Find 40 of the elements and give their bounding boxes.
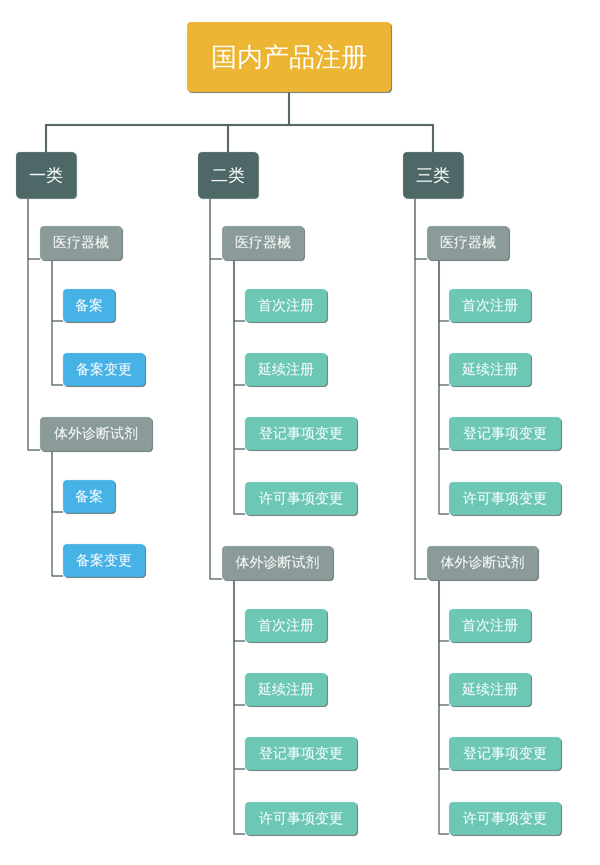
connector-line bbox=[233, 580, 245, 835]
item-box: 登记事项变更 bbox=[245, 417, 357, 450]
connector-line bbox=[233, 260, 245, 515]
item-box: 登记事项变更 bbox=[449, 417, 561, 450]
group-box: 体外诊断试剂 bbox=[40, 417, 152, 451]
item-box: 首次注册 bbox=[449, 289, 531, 322]
item-box: 首次注册 bbox=[245, 609, 327, 642]
group-box: 体外诊断试剂 bbox=[222, 546, 333, 580]
item-box: 首次注册 bbox=[245, 289, 327, 322]
group-box: 医疗器械 bbox=[40, 226, 122, 260]
root-box: 国内产品注册 bbox=[187, 22, 391, 92]
connector-line bbox=[288, 92, 434, 152]
group-box: 医疗器械 bbox=[222, 226, 304, 260]
item-box: 备案 bbox=[63, 289, 115, 322]
item-box: 许可事项变更 bbox=[245, 482, 357, 515]
item-box: 许可事项变更 bbox=[449, 482, 561, 515]
item-box: 延续注册 bbox=[449, 673, 531, 706]
connector-line bbox=[209, 198, 222, 580]
item-box: 登记事项变更 bbox=[449, 737, 561, 770]
item-box: 备案 bbox=[63, 480, 115, 513]
connector-line bbox=[414, 198, 427, 580]
category-box: 三类 bbox=[403, 152, 463, 198]
connector-line bbox=[51, 451, 63, 577]
item-box: 登记事项变更 bbox=[245, 737, 357, 770]
item-box: 延续注册 bbox=[449, 353, 531, 386]
connector-line bbox=[51, 260, 63, 386]
item-box: 许可事项变更 bbox=[449, 802, 561, 835]
item-box: 首次注册 bbox=[449, 609, 531, 642]
item-box: 备案变更 bbox=[63, 353, 145, 386]
category-box: 二类 bbox=[198, 152, 258, 198]
item-box: 备案变更 bbox=[63, 544, 145, 577]
group-box: 医疗器械 bbox=[427, 226, 509, 260]
item-box: 许可事项变更 bbox=[245, 802, 357, 835]
item-box: 延续注册 bbox=[245, 673, 327, 706]
group-box: 体外诊断试剂 bbox=[427, 546, 538, 580]
category-box: 一类 bbox=[16, 152, 76, 198]
connector-line bbox=[438, 260, 449, 515]
connector-line bbox=[438, 580, 449, 835]
item-box: 延续注册 bbox=[245, 353, 327, 386]
connector-line bbox=[27, 198, 40, 451]
